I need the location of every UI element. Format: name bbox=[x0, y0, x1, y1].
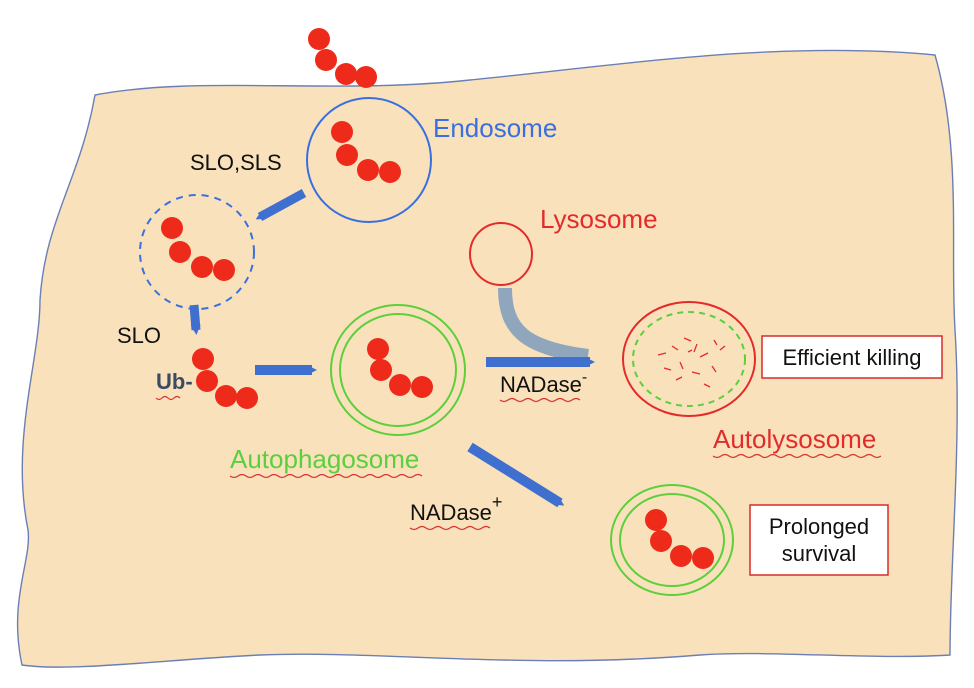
damaged-endosome-membrane bbox=[139, 194, 255, 310]
nadase-plus-label: NADase+ bbox=[410, 492, 502, 525]
arrow-damaged-to-cytosol bbox=[189, 304, 201, 335]
autophagosome-label: Autophagosome bbox=[230, 444, 419, 474]
autophagosome-inner-membrane bbox=[339, 313, 457, 427]
spellcheck-underline-nadase-minus bbox=[499, 397, 581, 403]
spellcheck-underline-autophagosome bbox=[229, 473, 423, 479]
spellcheck-underline-nadase-plus bbox=[409, 525, 491, 531]
efficient-killing-label: Efficient killing bbox=[783, 345, 922, 370]
endosome-membrane bbox=[306, 97, 432, 223]
slo-label: SLO bbox=[117, 323, 161, 348]
autophagosome-outer-membrane bbox=[330, 304, 466, 436]
autolysosome-outer-membrane bbox=[622, 301, 756, 417]
spellcheck-underline-autolysosome bbox=[712, 453, 882, 459]
autolysosome-label: Autolysosome bbox=[713, 424, 876, 454]
autolysosome-inner-membrane bbox=[632, 311, 746, 407]
prolonged-survival-label-line1: Prolonged bbox=[769, 514, 869, 539]
bacteria-chain-damaged-endosome bbox=[161, 217, 235, 281]
degraded-bacteria-fragments bbox=[657, 337, 726, 388]
bacteria-chain-surviving bbox=[645, 509, 714, 569]
prolonged-survival-box bbox=[749, 504, 889, 576]
prolonged-survival-label-line2: survival bbox=[782, 541, 857, 566]
endosome-label: Endosome bbox=[433, 113, 557, 143]
efficient-killing-box bbox=[761, 335, 943, 379]
spellcheck-underline-ub bbox=[155, 395, 181, 401]
lysosome-fusion-arrow bbox=[498, 287, 589, 363]
bacteria-chain-autophagosome bbox=[367, 338, 433, 398]
nadase-minus-label: NADase- bbox=[500, 369, 587, 397]
bacteria-chain-endosome bbox=[331, 121, 401, 183]
surviving-autophagosome-outer bbox=[610, 484, 734, 596]
bacteria-chain-extracellular bbox=[308, 28, 377, 88]
arrow-endosome-to-damaged bbox=[255, 189, 307, 221]
lysosome-membrane bbox=[469, 222, 533, 286]
bacteria-chain-ubiquitinated bbox=[192, 348, 258, 409]
ub-label: Ub- bbox=[156, 369, 193, 394]
surviving-autophagosome-inner bbox=[619, 493, 725, 587]
lysosome-label: Lysosome bbox=[540, 204, 658, 234]
arrow-autophagosome-to-survival bbox=[467, 442, 565, 508]
slo-sls-label: SLO,SLS bbox=[190, 150, 282, 175]
